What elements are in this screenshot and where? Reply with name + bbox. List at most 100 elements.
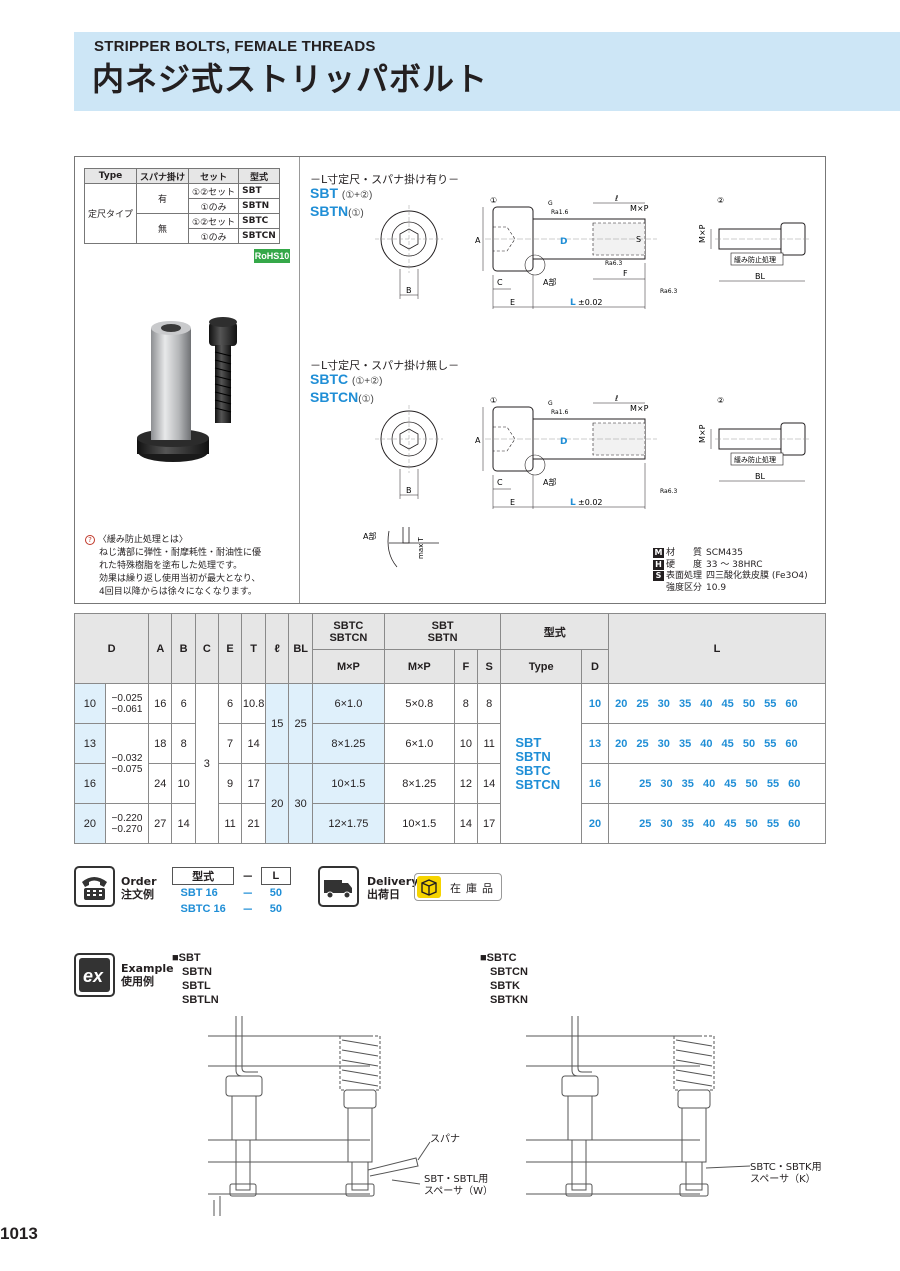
col-mxp1: M×P: [311, 649, 385, 684]
surface-icon: S: [653, 571, 664, 581]
svg-text:BL: BL: [755, 272, 765, 281]
panel-divider: [299, 157, 300, 603]
order-row: SBTC 16－50: [180, 902, 283, 916]
svg-text:G: G: [548, 400, 553, 407]
type-set: ①②セット: [188, 213, 240, 229]
col-C: C: [194, 613, 219, 684]
type-set: ①のみ: [188, 228, 240, 244]
col-D: D: [73, 613, 150, 684]
section2-code1: SBTC (①+②): [310, 371, 383, 387]
svg-text:①: ①: [490, 196, 497, 205]
col-L: L: [608, 613, 826, 684]
page-number: 1013: [0, 1224, 38, 1243]
col-T: T: [241, 613, 267, 684]
section1-title: －L寸定尺・スパナ掛け有り－: [310, 173, 460, 186]
section2-code2: SBTCN(①): [310, 389, 374, 405]
svg-text:M×P: M×P: [630, 204, 649, 213]
col-model: 型式: [500, 613, 610, 650]
usage-illustrations: [208, 1016, 751, 1216]
type-header-set: セット: [188, 168, 240, 184]
example-list-right: SBTC SBTCN SBTK SBTKN: [480, 951, 528, 1007]
callout-spacer-w: SBT・SBTL用スペーサ（W）: [424, 1174, 493, 1197]
table-row: 10 −0.025−0.061 16 6 3 6 10.8 15 25 6×1.…: [74, 683, 826, 844]
svg-text:A: A: [475, 436, 481, 445]
col-l: ℓ: [265, 613, 290, 684]
order-header-dash: －: [233, 867, 262, 885]
note-line: れた特殊樹脂を塗布した処理です。: [99, 561, 243, 571]
note-line: ねじ溝部に弾性・耐摩耗性・耐油性に優: [99, 548, 262, 558]
section1-code1: SBT (①+②): [310, 185, 373, 201]
svg-text:D: D: [560, 437, 567, 447]
type-code: SBT: [238, 183, 280, 199]
note-line: 効果は繰り返し使用当初が最大となり、: [99, 574, 261, 584]
svg-text:Ra6.3: Ra6.3: [660, 488, 677, 495]
svg-text:S: S: [636, 235, 641, 244]
svg-text:G: G: [548, 200, 553, 207]
svg-text:A部: A部: [363, 531, 376, 541]
callout-spacer-k: SBTC・SBTK用スペーサ（K）: [750, 1162, 822, 1185]
table-row: 16 24 10 9 17 20 30 10×1.5 8×1.25 12 14 …: [74, 763, 826, 844]
title-english: STRIPPER BOLTS, FEMALE THREADS: [94, 38, 376, 55]
svg-text:E: E: [510, 498, 515, 507]
type-code: SBTN: [238, 198, 280, 214]
material-icon: M: [653, 548, 664, 558]
svg-text:Ra6.3: Ra6.3: [605, 260, 622, 267]
drawing-without-spanner: B ① D A部 A C E L ±0.02 ℓ M×P G Ra1.6 Ra6…: [375, 394, 811, 509]
svg-text:L: L: [570, 498, 576, 508]
svg-text:①: ①: [490, 396, 497, 405]
hardness-icon: H: [653, 559, 664, 570]
product-photo: [137, 317, 237, 462]
col-BL: BL: [288, 613, 313, 684]
note-icon: ?: [85, 534, 95, 545]
phone-icon: [74, 866, 115, 907]
example-icon: ex: [74, 953, 115, 997]
svg-text:②: ②: [717, 396, 724, 405]
svg-text:ex: ex: [83, 966, 104, 986]
svg-text:M×P: M×P: [698, 424, 707, 443]
order-header-L: L: [261, 867, 291, 885]
svg-text:M×P: M×P: [630, 404, 649, 413]
truck-icon: [318, 866, 359, 907]
spanner-yes: 有: [136, 183, 190, 214]
note-title: 〈緩み防止処理とは〉: [97, 535, 188, 545]
type-set: ①のみ: [188, 198, 240, 214]
callout-spanner: スパナ: [430, 1134, 460, 1145]
type-code: SBTCN: [238, 228, 280, 244]
col-type: Type: [500, 649, 582, 684]
rohs-badge: RoHS10: [254, 249, 290, 263]
section1-code2: SBTN(①): [310, 203, 364, 219]
svg-text:Ra1.6: Ra1.6: [551, 409, 568, 416]
type-group: 定尺タイプ: [83, 183, 138, 244]
type-header-spanner: スパナ掛け: [136, 168, 190, 184]
a-part-detail: A部 max T: [363, 527, 439, 568]
title-japanese: 内ネジ式ストリッパボルト: [92, 60, 489, 98]
spanner-no: 無: [136, 213, 190, 244]
col-E: E: [217, 613, 243, 684]
type-header-type: Type: [83, 168, 138, 184]
svg-text:B: B: [406, 286, 412, 295]
svg-text:C: C: [497, 478, 503, 487]
svg-text:BL: BL: [755, 472, 765, 481]
svg-text:Ra6.3: Ra6.3: [660, 288, 677, 295]
svg-text:A部: A部: [543, 477, 556, 487]
drawing-with-spanner: B ① D S A部 A C E L ±0.02 F ℓ M×P G Ra1.6…: [375, 194, 811, 309]
section2-title: －L寸定尺・スパナ掛け無し－: [310, 359, 460, 372]
svg-text:ℓ: ℓ: [614, 194, 618, 203]
order-table: 型式 － L SBT 16－50 SBTC 16－50: [171, 867, 291, 917]
svg-text:Ra1.6: Ra1.6: [551, 209, 568, 216]
type-codes: SBT SBTN SBTC SBTCN: [500, 683, 582, 844]
svg-text:E: E: [510, 298, 515, 307]
order-row: SBT 16－50: [180, 886, 283, 900]
order-header-model: 型式: [171, 867, 235, 885]
svg-text:C: C: [497, 278, 503, 287]
table-row: 13 −0.032−0.075 18 8 7 14 8×1.25 6×1.0 1…: [74, 723, 826, 804]
anti-loosening-note: ? 〈緩み防止処理とは〉 ねじ溝部に弾性・耐摩耗性・耐油性に優 れた特殊樹脂を塗…: [85, 534, 297, 599]
svg-text:±0.02: ±0.02: [578, 298, 603, 307]
col-A: A: [148, 613, 173, 684]
